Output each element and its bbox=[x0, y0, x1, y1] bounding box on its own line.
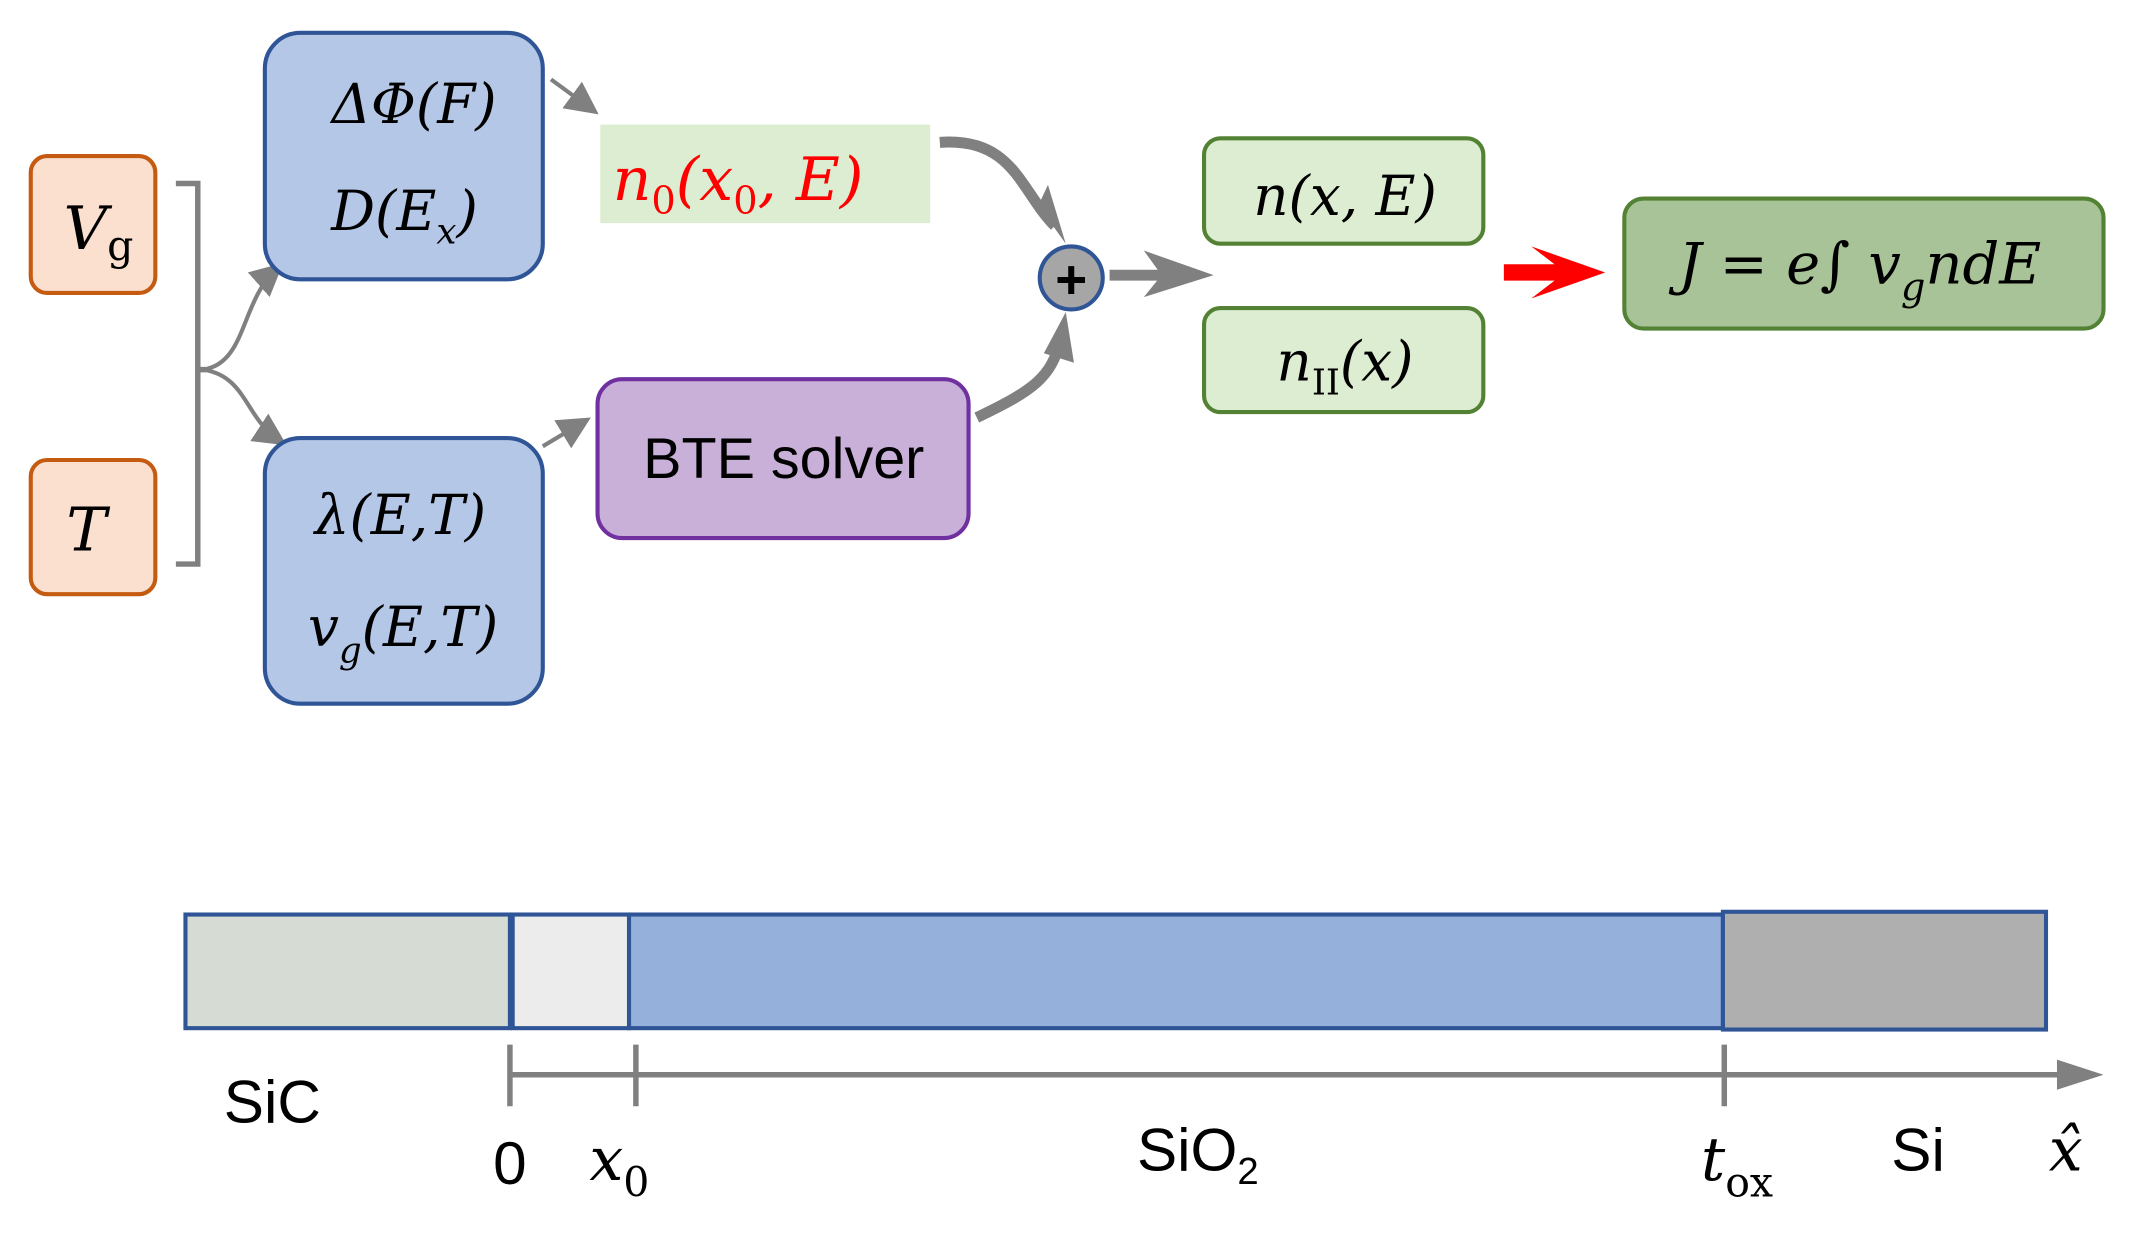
label-si: Si bbox=[1891, 1116, 1945, 1184]
layer-interface bbox=[510, 912, 632, 1031]
svg-text:n(x, E): n(x, E) bbox=[1253, 164, 1437, 228]
arrow-to-n0 bbox=[549, 77, 599, 115]
svg-text:J = e∫ vgndE: J = e∫ vgndE bbox=[1668, 230, 2041, 309]
x-axis bbox=[507, 1044, 2068, 1107]
svg-text:+: + bbox=[1055, 248, 1087, 310]
svg-text:T: T bbox=[66, 495, 110, 565]
layer-si bbox=[1720, 909, 2049, 1032]
axis-label-xhat: x̂ bbox=[2049, 1116, 2083, 1186]
branch-arrow-down bbox=[202, 367, 287, 446]
svg-text:D(Ex): D(Ex) bbox=[330, 179, 478, 253]
sum-node: + bbox=[1037, 244, 1105, 312]
svg-text:nII(x): nII(x) bbox=[1277, 330, 1414, 404]
label-sic: SiC bbox=[224, 1068, 321, 1136]
output-n-ii: nII(x) bbox=[1201, 305, 1486, 415]
label-sio2: SiO2 bbox=[1137, 1116, 1259, 1194]
current-equation-box: J = e∫ vgndE bbox=[1622, 196, 2106, 331]
bracket bbox=[175, 180, 206, 567]
layer-sio2 bbox=[626, 912, 1725, 1031]
svg-text:λ(E,T): λ(E,T) bbox=[313, 483, 486, 547]
layer-sic bbox=[183, 912, 512, 1031]
layer-bar bbox=[183, 909, 2049, 1032]
svg-text:Vg: Vg bbox=[64, 194, 134, 270]
tick-label-x0: x0 bbox=[589, 1125, 649, 1206]
n0-initial-distribution: n0(x0, E) bbox=[600, 124, 931, 224]
output-n-x-e: n(x, E) bbox=[1201, 136, 1486, 246]
arrow-to-bte bbox=[541, 417, 591, 449]
bte-solver-box: BTE solver bbox=[595, 377, 971, 541]
svg-text:n0(x0, E): n0(x0, E) bbox=[613, 145, 864, 224]
curved-arrow-n0 bbox=[939, 136, 1059, 230]
svg-text:ΔΦ(F): ΔΦ(F) bbox=[330, 72, 497, 136]
input-vg: Vg bbox=[28, 154, 158, 296]
svg-text:BTE solver: BTE solver bbox=[643, 427, 924, 491]
param-box-bottom: λ(E,T) vg(E,T) bbox=[262, 436, 545, 706]
param-box-top: ΔΦ(F) D(Ex) bbox=[262, 30, 545, 282]
svg-text:vg(E,T): vg(E,T) bbox=[308, 595, 498, 671]
input-t: T bbox=[28, 457, 158, 597]
tick-label-0: 0 bbox=[493, 1129, 527, 1197]
tick-label-tox: tox bbox=[1701, 1125, 1773, 1206]
red-arrow bbox=[1503, 246, 1606, 299]
branch-arrow-up bbox=[202, 262, 284, 372]
